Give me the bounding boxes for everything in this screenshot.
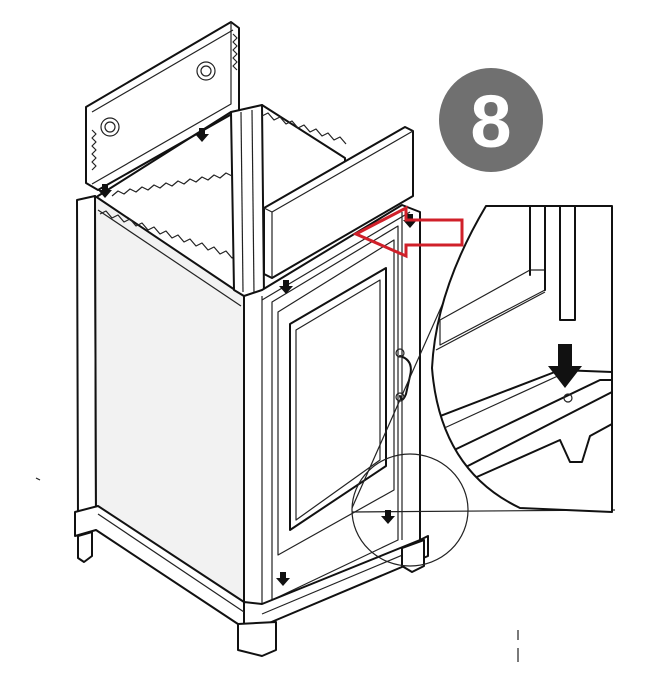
top-back-panel [85, 21, 240, 191]
down-arrow-icon [279, 280, 293, 294]
detail-down-arrow-icon [548, 344, 582, 388]
step-number: 8 [470, 80, 511, 163]
step-badge: 8 [439, 68, 543, 172]
hollow-left-arrow-icon [352, 205, 464, 259]
down-arrow-icon [98, 184, 112, 198]
down-arrow-icon [195, 128, 209, 142]
detail-magnifier [351, 205, 616, 567]
top-front-panel [263, 126, 414, 279]
down-arrow-icon [276, 572, 290, 586]
down-arrow-icon [381, 510, 395, 524]
